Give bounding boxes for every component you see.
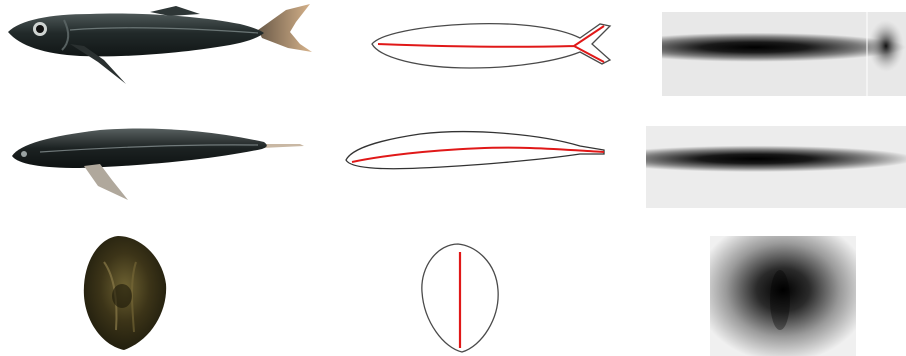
fish-body (12, 129, 267, 169)
row3-shell-photo (84, 236, 166, 350)
skeleton-line (378, 26, 604, 62)
row1-fish-contour (372, 24, 610, 68)
fish-pelvic-fin (84, 164, 128, 200)
row3-distance-map (710, 236, 856, 356)
skeleton-line (352, 148, 604, 162)
fish-tail-fin (258, 4, 312, 52)
row1-fish-photo (8, 4, 312, 84)
row2-fish-photo (12, 129, 304, 201)
row2-distance-map (646, 126, 906, 208)
row1-distance-map (662, 12, 906, 96)
fish-body (8, 13, 264, 56)
row2-fish-contour (346, 132, 604, 169)
row3-shell-contour (422, 244, 498, 352)
fish-dorsal-fin (150, 6, 200, 16)
